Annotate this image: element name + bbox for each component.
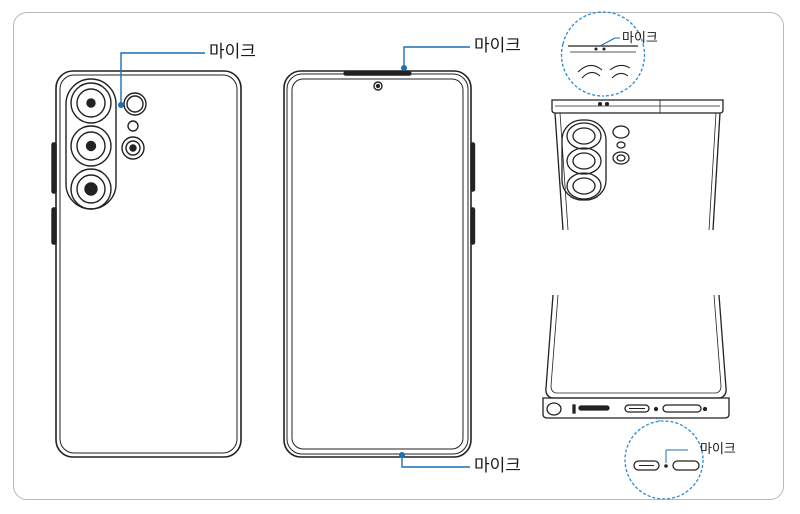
camera-lens-icon bbox=[121, 136, 145, 160]
sim-tray-icon bbox=[662, 404, 702, 413]
usb-port-icon bbox=[633, 460, 660, 471]
bottom-edge-mic-label: 마이크 bbox=[700, 442, 736, 457]
front-bottom-mic-label: 마이크 bbox=[474, 456, 521, 476]
phone-front-view bbox=[283, 70, 476, 458]
microphone-hole-icon bbox=[401, 65, 407, 71]
camera-lens-icon bbox=[70, 82, 112, 124]
camera-lens-icon bbox=[373, 81, 383, 91]
microphone-hole-icon bbox=[602, 47, 606, 51]
microphone-hole-icon bbox=[594, 47, 598, 51]
phone-bottom-perspective bbox=[542, 294, 730, 419]
usb-port-icon bbox=[624, 404, 650, 413]
camera-lens-icon bbox=[70, 168, 112, 210]
phone-back-view bbox=[51, 70, 242, 458]
front-bottom-mic-callout bbox=[399, 452, 470, 468]
microphone-hole-icon bbox=[118, 102, 124, 108]
microphone-hole-icon bbox=[399, 452, 405, 458]
front-top-mic-callout bbox=[401, 46, 470, 71]
phone-top-perspective bbox=[551, 99, 724, 231]
camera-module bbox=[65, 78, 147, 210]
back-top-mic-label: 마이크 bbox=[209, 42, 256, 62]
top-mic-zoom bbox=[560, 11, 646, 97]
microphone-hole-icon bbox=[664, 464, 668, 468]
speaker-grille-icon bbox=[578, 405, 610, 411]
back-top-mic-callout bbox=[118, 52, 205, 108]
camera-lens-icon bbox=[70, 125, 112, 167]
top-edge-mic-label: 마이크 bbox=[622, 31, 658, 46]
front-top-mic-label: 마이크 bbox=[474, 36, 521, 56]
bottom-mic-zoom bbox=[624, 417, 704, 500]
